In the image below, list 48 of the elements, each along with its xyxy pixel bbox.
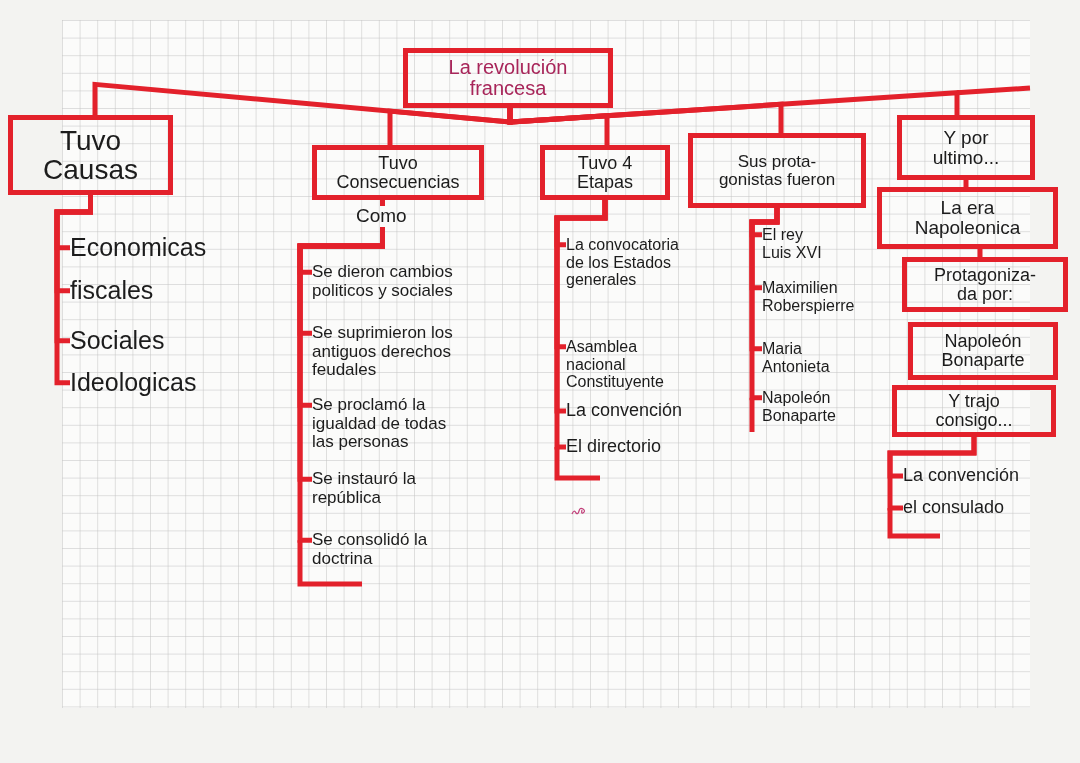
concept-label: Sus prota- gonistas fueron [717, 152, 837, 189]
connector-line [887, 437, 977, 511]
concept-box [902, 257, 1068, 312]
list-item-text: Se consolidó la doctrina [312, 531, 430, 569]
connector-line [297, 226, 385, 543]
concept-label: La era Napoleonica [913, 198, 1022, 238]
concept-box [688, 133, 866, 208]
connector-line [977, 249, 983, 257]
list-item-text: Se instauró la república [312, 470, 418, 508]
connector-line [387, 108, 513, 145]
list-item-text: el consulado [903, 498, 1007, 518]
list-item-text: Napoleón Bonaparte [762, 389, 838, 425]
list-item-text: Ideologicas [70, 369, 199, 397]
linking-word: Como [356, 206, 409, 227]
list-item-text: Se proclamó la igualdad de todas las personas [312, 396, 449, 453]
connector-line [749, 208, 780, 401]
concept-label: Y por ultimo... [931, 127, 1001, 168]
connector-line [507, 90, 960, 125]
concept-label: Protagoniza- da por: [932, 265, 1038, 304]
list-item-text: La convención [566, 401, 685, 421]
list-item-text: El rey Luis XVI [762, 226, 824, 262]
concept-box [8, 115, 173, 195]
concept-box [897, 115, 1035, 180]
concept-label: Tuvo Consecuencias [335, 153, 461, 192]
concept-box [908, 322, 1058, 380]
list-item-text: fiscales [70, 277, 156, 305]
concept-label: Tuvo 4 Etapas [575, 153, 634, 192]
connector-line [963, 180, 969, 187]
list-item-text: Sociales [70, 327, 167, 355]
list-item-text: Maria Antonieta [762, 340, 832, 376]
list-item-text: Se dieron cambios politicos y sociales [312, 263, 455, 301]
concept-box [312, 145, 484, 200]
concept-box [892, 385, 1056, 437]
list-item-text: Asamblea nacional Constituyente [566, 338, 666, 391]
list-item-text: La convocatoria de los Estados generales [566, 236, 681, 289]
concept-box [540, 145, 670, 200]
list-item-text: El directorio [566, 437, 664, 457]
concept-label: Y trajo consigo... [934, 392, 1014, 430]
concept-box [877, 187, 1058, 249]
concept-label: Tuvo Causas [42, 125, 139, 185]
list-item-text: Economicas [70, 234, 209, 262]
title-label: La revolución francesa [447, 57, 569, 99]
title-box [403, 48, 613, 108]
connector-line [380, 200, 385, 206]
list-item-text: Maximilien Roberspierre [762, 279, 857, 315]
list-item-text: Se suprimieron los antiguos derechos feudales [312, 324, 455, 381]
concept-label: Napoleón Bonaparte [940, 332, 1026, 370]
list-item-text: La convención [903, 466, 1022, 486]
